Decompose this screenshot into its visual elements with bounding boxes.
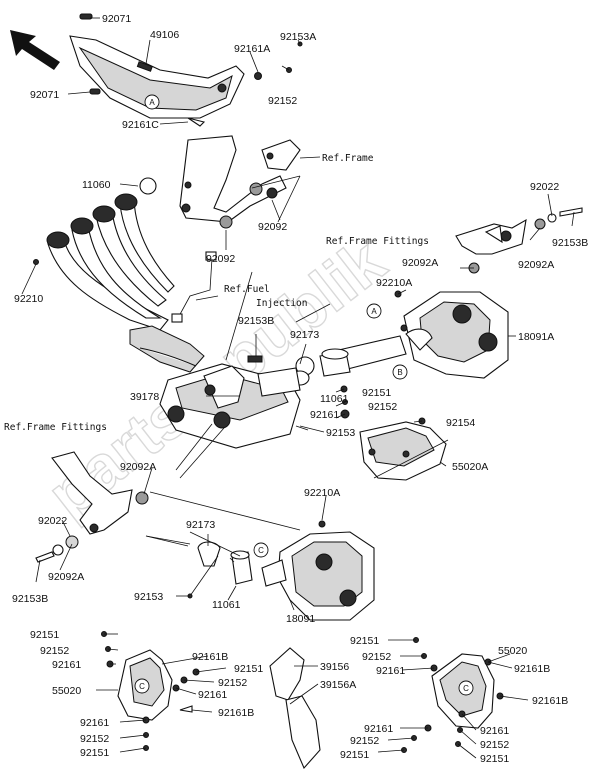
part-label: 92153B bbox=[238, 315, 274, 327]
frame-bracket bbox=[179, 135, 301, 229]
part-label: 92153A bbox=[280, 31, 316, 43]
part-label: 92092A bbox=[518, 259, 554, 271]
svg-text:C: C bbox=[463, 684, 469, 693]
part-label: 92092A bbox=[48, 571, 84, 583]
callout-c-mid: C bbox=[253, 542, 269, 558]
part-label: 92151 bbox=[30, 629, 59, 641]
part-label: 92161B bbox=[192, 651, 228, 663]
part-label: 92161 bbox=[310, 409, 339, 421]
frame-fittings-left bbox=[35, 451, 149, 563]
part-label: 92210A bbox=[304, 487, 340, 499]
cover-39156 bbox=[269, 647, 321, 770]
part-label: 92161 bbox=[364, 723, 393, 735]
svg-text:C: C bbox=[258, 546, 264, 555]
silencer-right bbox=[329, 291, 509, 379]
part-label: 92151 bbox=[362, 387, 391, 399]
part-label: 92151 bbox=[350, 635, 379, 647]
part-label: 92071 bbox=[30, 89, 59, 101]
part-label: 92092A bbox=[120, 461, 156, 473]
part-label: 92022 bbox=[38, 515, 67, 527]
ref-frame-fittings-right-label: Ref.Frame Fittings bbox=[326, 236, 429, 247]
part-label: 92092A bbox=[402, 257, 438, 269]
part-label: 92161 bbox=[376, 665, 405, 677]
part-label: 92151 bbox=[340, 749, 369, 761]
part-label: 92071 bbox=[102, 13, 131, 25]
svg-text:A: A bbox=[149, 98, 155, 107]
connector-pipe-upper bbox=[257, 348, 351, 431]
part-label: 92151 bbox=[234, 663, 263, 675]
part-label: 92173 bbox=[186, 519, 215, 531]
part-label: 92152 bbox=[40, 645, 69, 657]
part-label: 92161 bbox=[80, 717, 109, 729]
ref-frame-label: Ref.Frame bbox=[322, 153, 374, 164]
part-label: 11060 bbox=[82, 179, 111, 191]
part-label: 92161 bbox=[52, 659, 81, 671]
frame-fittings-right bbox=[394, 207, 583, 298]
svg-text:C: C bbox=[139, 682, 145, 691]
part-label: 92153B bbox=[12, 593, 48, 605]
part-label: 92151 bbox=[80, 747, 109, 759]
front-direction-arrow-icon bbox=[10, 30, 60, 70]
part-label: 18091 bbox=[286, 613, 315, 625]
part-label: 92161B bbox=[532, 695, 568, 707]
svg-text:A: A bbox=[371, 307, 377, 316]
part-label: 92161 bbox=[198, 689, 227, 701]
part-label: 92161C bbox=[122, 119, 159, 131]
part-label: 92152 bbox=[218, 677, 247, 689]
part-label: 11061 bbox=[212, 599, 241, 611]
part-label: 92152 bbox=[368, 401, 397, 413]
part-label: 92152 bbox=[350, 735, 379, 747]
part-label: 92210A bbox=[376, 277, 412, 289]
heat-guard-bottom-left bbox=[101, 631, 200, 751]
silencer-lower bbox=[187, 520, 375, 621]
part-label: 39156 bbox=[320, 661, 349, 673]
ref-frame-fittings-left-label: Ref.Frame Fittings bbox=[4, 422, 107, 433]
part-label: 11061 bbox=[320, 393, 349, 405]
part-label: 92152 bbox=[480, 739, 509, 751]
svg-text:B: B bbox=[397, 368, 402, 377]
part-label: 92022 bbox=[530, 181, 559, 193]
part-label: 92153 bbox=[326, 427, 355, 439]
callout-c-left: C bbox=[134, 678, 150, 694]
callout-a-mid: A bbox=[366, 303, 382, 319]
part-label: 92153B bbox=[552, 237, 588, 249]
part-label: 92210 bbox=[14, 293, 43, 305]
part-label: 55020 bbox=[498, 645, 527, 657]
o2-sensor bbox=[171, 251, 217, 323]
heat-guard-upper bbox=[69, 13, 303, 127]
part-label: 92161A bbox=[234, 43, 270, 55]
part-label: 92152 bbox=[268, 95, 297, 107]
part-label: 92092 bbox=[258, 221, 287, 233]
ref-fuel-injection-label-2: Injection bbox=[256, 298, 307, 309]
callout-c-right: C bbox=[458, 680, 474, 696]
part-label: 92153 bbox=[134, 591, 163, 603]
part-label: 92161B bbox=[218, 707, 254, 719]
callout-b: B bbox=[392, 364, 408, 380]
part-label: 55020A bbox=[452, 461, 488, 473]
part-label: 55020 bbox=[52, 685, 81, 697]
part-label: 92151 bbox=[480, 753, 509, 765]
callout-a-top: A bbox=[144, 94, 160, 110]
part-label: 92152 bbox=[362, 651, 391, 663]
part-label: 39156A bbox=[320, 679, 356, 691]
part-label: 92092 bbox=[206, 253, 235, 265]
part-label: 92154 bbox=[446, 417, 475, 429]
part-label: 49106 bbox=[150, 29, 179, 41]
part-label: 92161B bbox=[514, 663, 550, 675]
leader-lines bbox=[21, 17, 575, 759]
exhaust-header bbox=[33, 177, 205, 373]
part-label: 39178 bbox=[130, 391, 159, 403]
part-label: 92161 bbox=[480, 725, 509, 737]
ref-fuel-injection-label-1: Ref.Fuel bbox=[224, 284, 270, 295]
part-label: 18091A bbox=[518, 331, 554, 343]
heat-guard-55020a bbox=[359, 417, 447, 481]
part-label: 92173 bbox=[290, 329, 319, 341]
part-label: 92152 bbox=[80, 733, 109, 745]
